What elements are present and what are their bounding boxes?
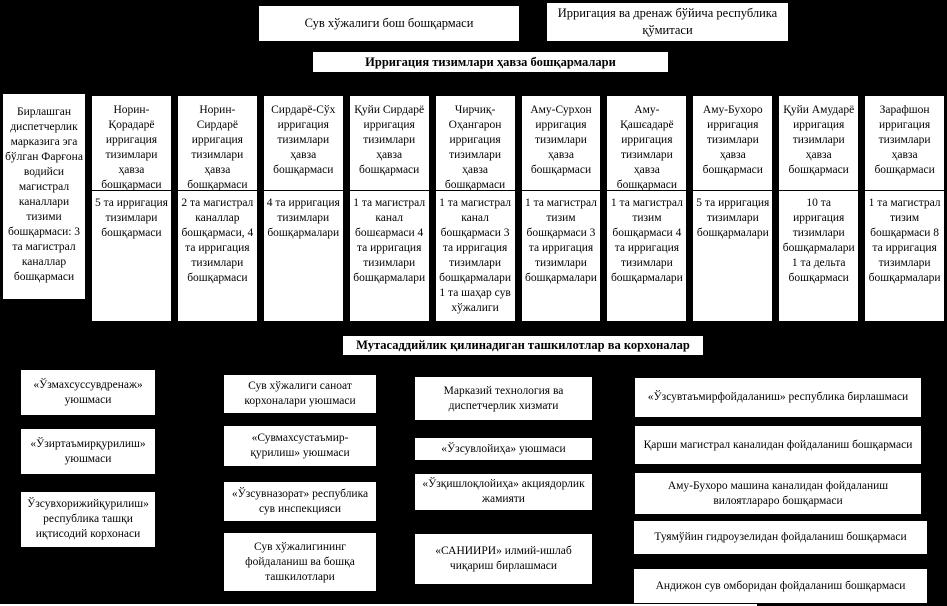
basin-column-amu-bukhara: Аму-Бухоро ирригация тизимлари ҳавза бош… bbox=[692, 95, 774, 322]
org-box-uzsuvloyiha: «Ўзсувлойиҳа» уюшмаси bbox=[414, 437, 593, 461]
basin-administrations-banner: Ирригация тизимлари ҳавза бошқармалари bbox=[312, 51, 669, 73]
org-box-saniiri: «САНИИРИ» илмий-ишлаб чиқариш бирлашмаси bbox=[414, 533, 593, 585]
basin-column-quyi-amudaryo: Қуйи Амударё ирригация тизимлари ҳавза б… bbox=[778, 95, 860, 322]
basin-column-body: 5 та ирригация тизимлари бошқармалари bbox=[696, 197, 770, 239]
org-box-uzsuvtamirfoydalanish: «Ўзсувтаъмирфойдаланиш» республика бирла… bbox=[634, 377, 922, 418]
basin-column-header: Чирчиқ-Оҳангарон ирригация тизимлари ҳав… bbox=[435, 96, 515, 191]
basin-column-header: Сирдарё-Сўх ирригация тизимлари ҳавза бо… bbox=[263, 96, 343, 191]
org-box-uzsuvkhorijiyqurilish: Ўзсувхорижийқурилиш» республика ташқи иқ… bbox=[20, 491, 156, 548]
org-box-tuyamuyin-hydrounit: Туямўйин гидроузелидан фойдаланиш бошқар… bbox=[633, 520, 928, 555]
basin-column-body: 1 та магистрал канал бошєармаси 4 та ирр… bbox=[353, 197, 426, 284]
org-box-industrial-enterprises: Сув хўжалиги саноат корхоналари уюшмаси bbox=[223, 374, 377, 414]
basin-column-norin-qoradaryo: Норин-Қорадарё ирригация тизимлари ҳавза… bbox=[91, 95, 172, 322]
basin-column-norin-sirdaryo: Норин-Сирдарё ирригация тизимлари ҳавза … bbox=[176, 95, 258, 322]
basin-column-header: Аму-Сурхон ирригация тизимлари ҳавза бош… bbox=[521, 96, 601, 191]
basin-column-body: 10 та ирригация тизимлари бошқармалари 1… bbox=[782, 197, 855, 284]
subordinate-organizations-banner: Мутасаддийлик қилинадиган ташкилотлар ва… bbox=[342, 335, 704, 356]
republic-committee-box: Ирригация ва дренаж бўйича республика қў… bbox=[546, 2, 789, 42]
org-box-other-organizations: Сув хўжалигининг фойдаланиш ва бошқа таш… bbox=[223, 532, 377, 592]
basin-column-body: 4 та ирригация тизимлари бошқармалари bbox=[266, 197, 340, 239]
page-edge bbox=[0, 604, 757, 606]
basin-column-header: Қуйи Амударё ирригация тизимлари ҳавза б… bbox=[779, 96, 859, 191]
basin-column-zarafshon: Зарафшон ирригация тизимлари ҳавза бошқа… bbox=[864, 95, 946, 322]
basin-column-header: Қуйи Сирдарё ирригация тизимлари ҳавза б… bbox=[349, 96, 429, 191]
org-box-qarshi-canal: Қарши магистрал каналидан фойдаланиш бош… bbox=[634, 425, 922, 465]
basin-column-header: Аму-Бухоро ирригация тизимлари ҳавза бош… bbox=[693, 96, 773, 191]
basin-column-header: Аму-Қашєадарё ирригация тизимлари ҳавза … bbox=[607, 96, 687, 191]
org-box-amu-bukhara-machine-canal: Аму-Бухоро машина каналидан фойдаланиш в… bbox=[634, 472, 922, 515]
org-box-uzqishloqloyiha: «Ўзқишлоқлойиҳа» акциядорлик жамияти bbox=[414, 473, 593, 511]
basin-column-chirchiq-ohangaron: Чирчиқ-Оҳангарон ирригация тизимлари ҳав… bbox=[434, 95, 516, 322]
basin-column-body: 1 та магистрал канал бошқармаси 3 та ирр… bbox=[439, 197, 512, 314]
org-box-uzirtamirqurilish: «Ўзиртаъмирқурилиш» уюшмаси bbox=[20, 428, 156, 475]
basin-column-header: Норин-Сирдарё ирригация тизимлари ҳавза … bbox=[177, 96, 257, 191]
basin-column-amu-surkhon: Аму-Сурхон ирригация тизимлари ҳавза бош… bbox=[520, 95, 602, 322]
basin-column-body: 1 та магистрал тизим бошқармаси 8 та ирр… bbox=[868, 197, 941, 284]
basin-column-sirdaryo-sokh: Сирдарё-Сўх ирригация тизимлари ҳавза бо… bbox=[262, 95, 344, 322]
basin-column-body: 1 та магистрал тизим бошқармаси 4 та ирр… bbox=[610, 197, 683, 284]
basin-column-amu-qashqadaryo: Аму-Қашєадарё ирригация тизимлари ҳавза … bbox=[606, 95, 688, 322]
org-box-suvmakhsustamirqurilish: «Сувмахсустаъмир-қурилиш» уюшмаси bbox=[223, 425, 377, 467]
org-box-andijon-reservoir: Андижон сув омборидан фойдаланиш бошқарм… bbox=[633, 568, 928, 604]
basin-column-body: 2 та магистрал каналлар бошқармаси, 4 та… bbox=[181, 197, 254, 284]
basin-column-quyi-sirdaryo: Қуйи Сирдарё ирригация тизимлари ҳавза б… bbox=[348, 95, 430, 322]
main-water-administration-box: Сув хўжалиги бош бошқармаси bbox=[258, 5, 520, 42]
org-box-uzsuvnazorat: «Ўзсувназорат» республика сув инспекцияс… bbox=[223, 481, 377, 522]
basin-column-body: 5 та ирригация тизимлари бошқармаси bbox=[94, 197, 168, 239]
org-box-central-technology-dispatch: Марказий технология ва диспетчерлик хизм… bbox=[414, 376, 593, 421]
basin-column-header: Норин-Қорадарё ирригация тизимлари ҳавза… bbox=[92, 96, 171, 191]
basin-column-body: 1 та магистрал тизим бошқармаси 3 та ирр… bbox=[525, 197, 597, 284]
org-box-uzmakhsussuvdrenazh: «Ўзмахсуссувдренаж» уюшмаси bbox=[20, 369, 156, 416]
basin-columns-row: Норин-Қорадарё ирригация тизимлари ҳавза… bbox=[91, 95, 946, 322]
ferghana-dispatch-box: Бирлашган диспетчерлик марказига эга бўл… bbox=[2, 93, 86, 300]
basin-column-header: Зарафшон ирригация тизимлари ҳавза бошқа… bbox=[865, 96, 945, 191]
